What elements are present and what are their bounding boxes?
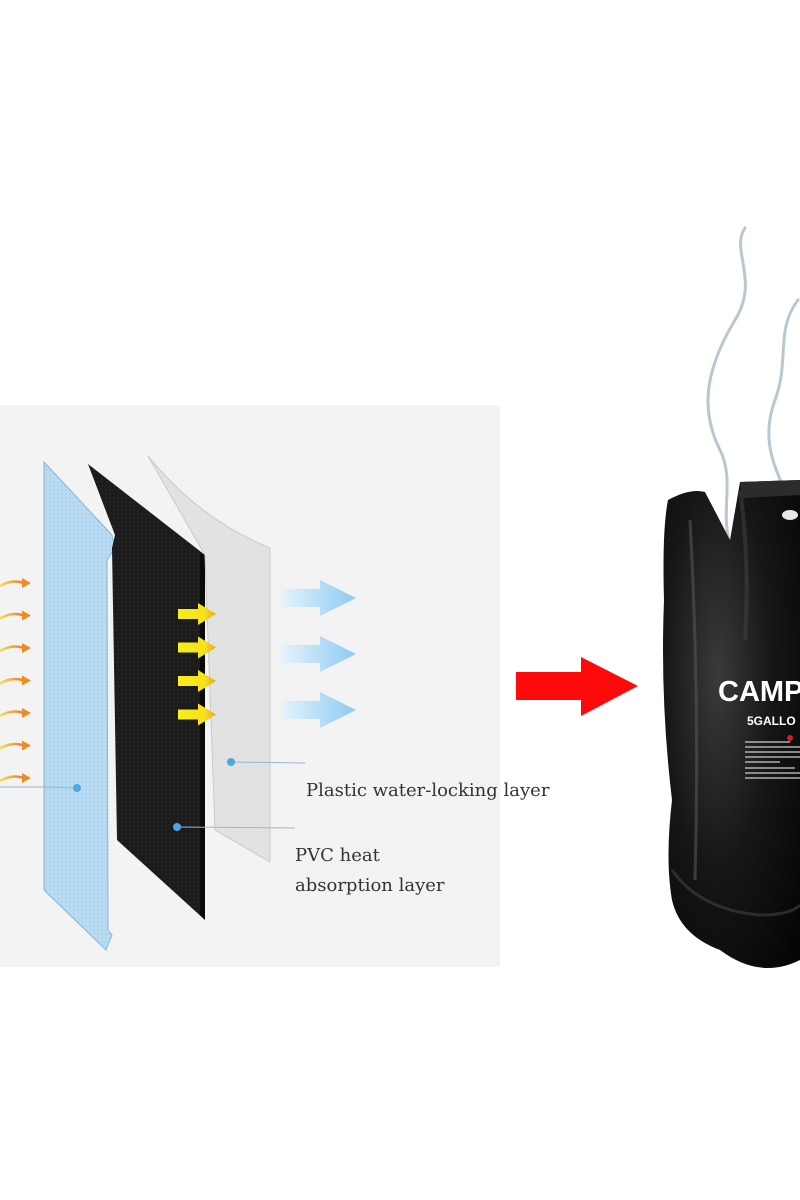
absorbed-heat-arrow xyxy=(178,670,216,692)
heat-arrow xyxy=(0,677,25,685)
pointer-dot xyxy=(73,784,81,792)
heat-arrow-head xyxy=(22,675,31,686)
heat-arrow xyxy=(0,775,25,783)
transition-arrow xyxy=(516,657,638,716)
pointer-dot xyxy=(227,758,235,766)
outgoing-heat-arrow xyxy=(281,692,356,728)
plastic-water-locking-layer xyxy=(147,455,271,863)
heat-arrow-head xyxy=(22,708,31,718)
pvc-layer-label-line1: PVC heat xyxy=(295,845,380,866)
outgoing-heat-arrow xyxy=(281,636,356,672)
plastic-layer-label: Plastic water-locking layer xyxy=(306,780,550,801)
heat-arrow xyxy=(0,612,25,620)
heat-arrow-head xyxy=(22,740,31,751)
heat-arrow xyxy=(0,742,25,750)
transparent-outer-layer xyxy=(43,460,116,951)
heat-arrow xyxy=(0,645,25,653)
steam-icon xyxy=(703,223,800,550)
heat-arrow-head xyxy=(22,643,31,653)
bag-fine-print xyxy=(745,741,800,779)
bag-brand-text: CAMP xyxy=(718,676,800,708)
pvc-layer-label-line2: absorption layer xyxy=(295,875,445,896)
heat-arrow-head xyxy=(22,610,31,621)
outgoing-heat-arrows xyxy=(281,580,356,728)
heat-arrow xyxy=(0,580,25,588)
bag-capacity-text: 5GALLO xyxy=(747,714,796,728)
heat-arrow-head xyxy=(22,773,31,783)
pointer-plastic-layer xyxy=(227,758,306,766)
absorbed-heat-arrows xyxy=(178,603,216,726)
heat-arrow-head xyxy=(22,578,31,588)
pointer-pvc-layer xyxy=(173,823,296,831)
incoming-heat-arrows xyxy=(0,578,31,783)
pointer-blue-layer xyxy=(0,784,81,792)
absorbed-heat-arrow xyxy=(178,636,216,659)
outgoing-heat-arrow xyxy=(281,580,356,616)
absorbed-heat-arrow xyxy=(178,603,216,625)
absorbed-heat-arrow xyxy=(178,703,216,726)
solar-shower-bag xyxy=(663,480,800,968)
pointer-dot xyxy=(173,823,181,831)
heat-arrow xyxy=(0,710,25,718)
